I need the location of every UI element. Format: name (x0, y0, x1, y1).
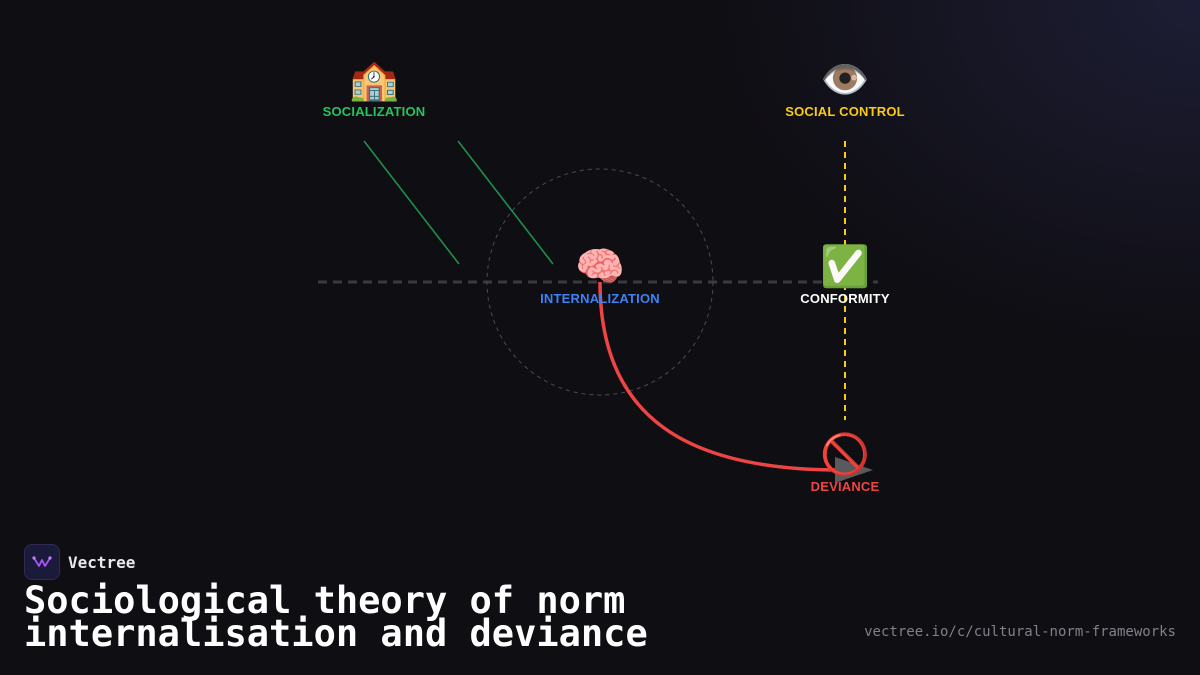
node-internalization: 🧠 INTERNALIZATION (540, 245, 660, 306)
deviance-arrowhead (835, 457, 873, 483)
eye-icon: 👁️ (820, 57, 870, 103)
socialization-connector-2 (457, 140, 554, 265)
brand-name: Vectree (68, 552, 136, 572)
social-control-label: SOCIAL CONTROL (785, 104, 905, 119)
node-conformity: ✅ CONFORMITY (800, 245, 889, 306)
socialization-label: SOCIALIZATION (322, 104, 426, 119)
check-icon: ✅ (820, 244, 870, 290)
brain-icon: 🧠 (575, 244, 625, 290)
brand: Vectree (24, 544, 135, 580)
conformity-label: CONFORMITY (800, 291, 890, 306)
deviance-label: DEVIANCE (810, 479, 880, 494)
school-icon: 🏫 (349, 57, 399, 103)
page-title: Sociological theory of norm internalisat… (24, 579, 648, 655)
prohibited-icon: 🚫 (820, 432, 870, 478)
vectree-logo-icon (24, 544, 60, 580)
node-social-control: 👁️ SOCIAL CONTROL (785, 58, 905, 119)
internalization-label: INTERNALIZATION (540, 291, 660, 306)
node-socialization: 🏫 SOCIALIZATION (323, 58, 426, 119)
internalization-ring (486, 168, 714, 396)
node-deviance: 🚫 DEVIANCE (811, 433, 880, 494)
source-url: vectree.io/c/cultural-norm-frameworks (864, 624, 1176, 640)
socialization-connector-1 (363, 140, 460, 265)
deviance-curve (598, 281, 841, 472)
